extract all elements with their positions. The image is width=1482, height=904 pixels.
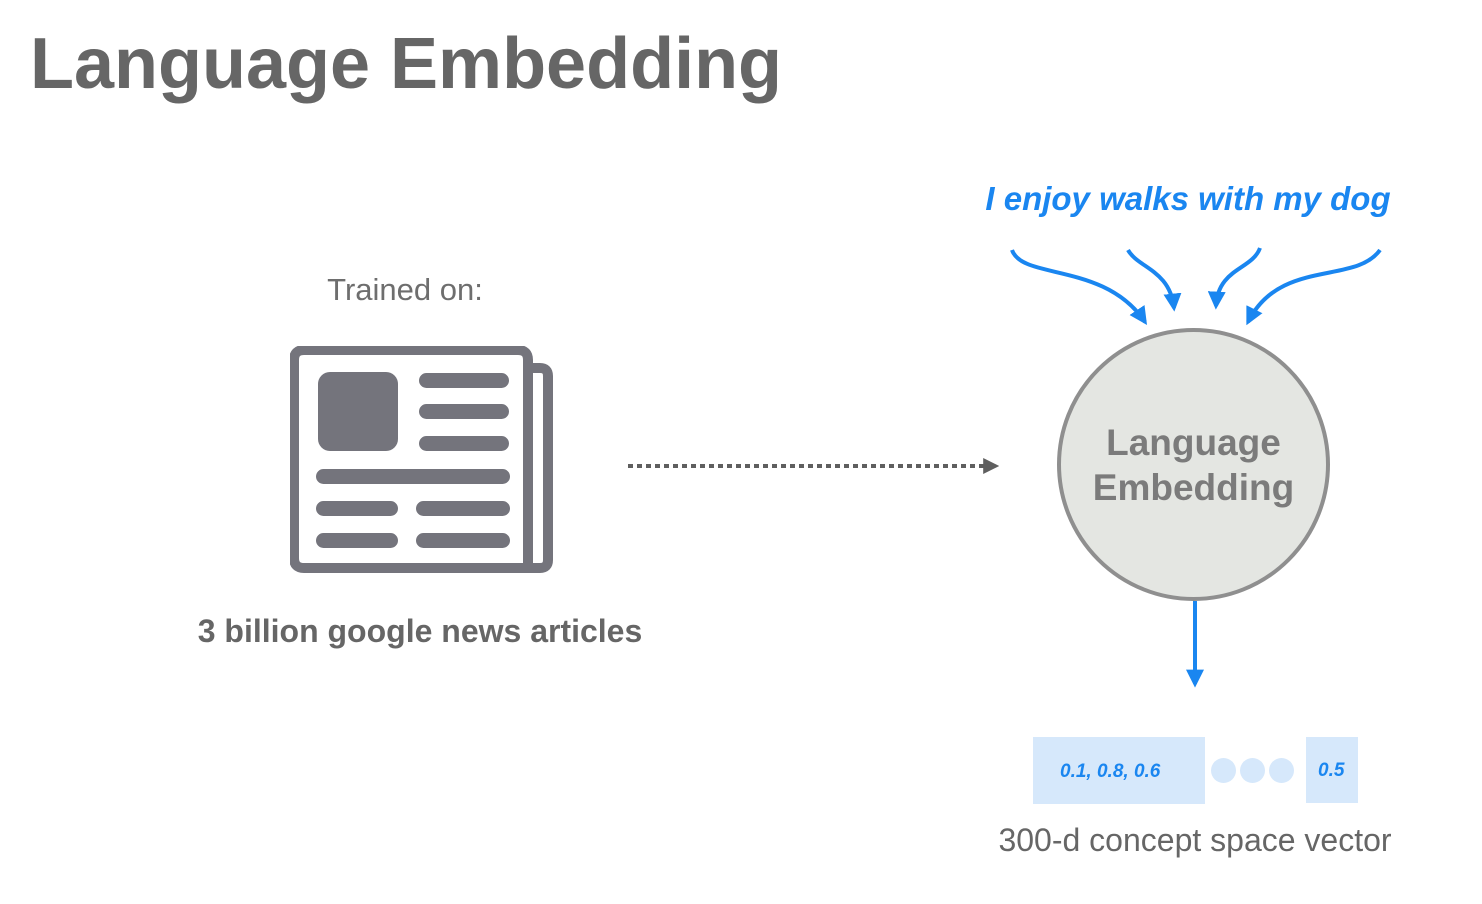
embedding-label-line-2: Embedding	[1092, 466, 1295, 508]
vector-last-value-box: 0.5	[1306, 737, 1358, 803]
input-arrow-4	[1246, 248, 1382, 326]
input-sentence: I enjoy walks with my dog	[985, 180, 1391, 217]
embedding-label-line-1: Language	[1106, 421, 1281, 463]
slide-title: Language Embedding	[30, 24, 783, 104]
input-arrow-3	[1207, 247, 1262, 310]
trained-on-label: Trained on:	[327, 272, 483, 307]
embedding-model-node: Language Embedding	[1057, 328, 1330, 601]
ellipsis-dot	[1211, 758, 1236, 783]
ellipsis-dot	[1269, 758, 1294, 783]
embedding-model-label: Language Embedding	[1093, 420, 1294, 510]
vector-values-box: 0.1, 0.8, 0.6	[1033, 737, 1205, 804]
vector-last-value: 0.5	[1318, 760, 1345, 781]
ellipsis-dot	[1240, 758, 1265, 783]
input-arrow-2	[1126, 248, 1182, 312]
vector-values: 0.1, 0.8, 0.6	[1060, 761, 1161, 782]
newspaper-icon	[290, 346, 553, 573]
vector-caption: 300-d concept space vector	[998, 822, 1392, 858]
source-caption: 3 billion google news articles	[197, 613, 643, 649]
input-arrow-1	[1010, 249, 1148, 325]
